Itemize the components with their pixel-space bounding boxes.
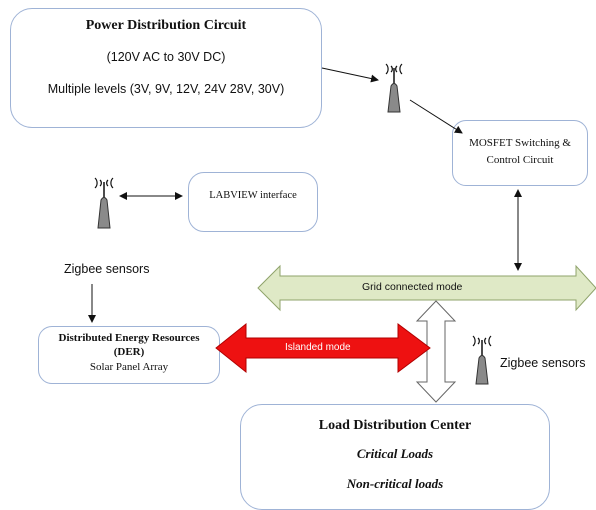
power-box-voltage: (120V AC to 30V DC) [106, 50, 226, 64]
islanded-mode-arrow [215, 322, 431, 374]
power-box-levels: Multiple levels (3V, 9V, 12V, 24V 28V, 3… [47, 82, 285, 96]
labview-box [188, 172, 318, 232]
mosfet-box [452, 120, 588, 186]
arrow-antenna-to-mosfet [409, 99, 463, 134]
grid-connected-arrow [257, 264, 596, 312]
der-label-line3: Solar Panel Array [89, 361, 169, 373]
zigbee-antenna-icon-left [94, 177, 114, 229]
mosfet-label-line1: MOSFET Switching & [469, 137, 571, 149]
islanded-mode-label: Islanded mode [285, 342, 351, 353]
der-label-line2: (DER) [113, 346, 145, 358]
load-box-critical: Critical Loads [356, 446, 434, 461]
der-box [38, 326, 220, 384]
power-distribution-box [10, 8, 322, 128]
zigbee-sensors-right-label: Zigbee sensors [500, 356, 586, 370]
load-distribution-box [240, 404, 550, 510]
load-box-title: Load Distribution Center [318, 418, 472, 433]
der-label-line1: Distributed Energy Resources [58, 332, 200, 344]
zigbee-antenna-icon-right [472, 335, 492, 385]
power-box-title: Power Distribution Circuit [85, 18, 247, 33]
vertical-white-arrow [415, 300, 457, 403]
labview-label: LABVIEW interface [209, 190, 297, 201]
zigbee-antenna-icon-top [385, 63, 403, 113]
zigbee-sensors-left-label: Zigbee sensors [64, 262, 150, 276]
mosfet-label-line2: Control Circuit [486, 154, 554, 166]
arrow-power-to-antenna [321, 67, 379, 83]
grid-connected-label: Grid connected mode [362, 281, 463, 293]
load-box-noncritical: Non-critical loads [346, 476, 444, 491]
